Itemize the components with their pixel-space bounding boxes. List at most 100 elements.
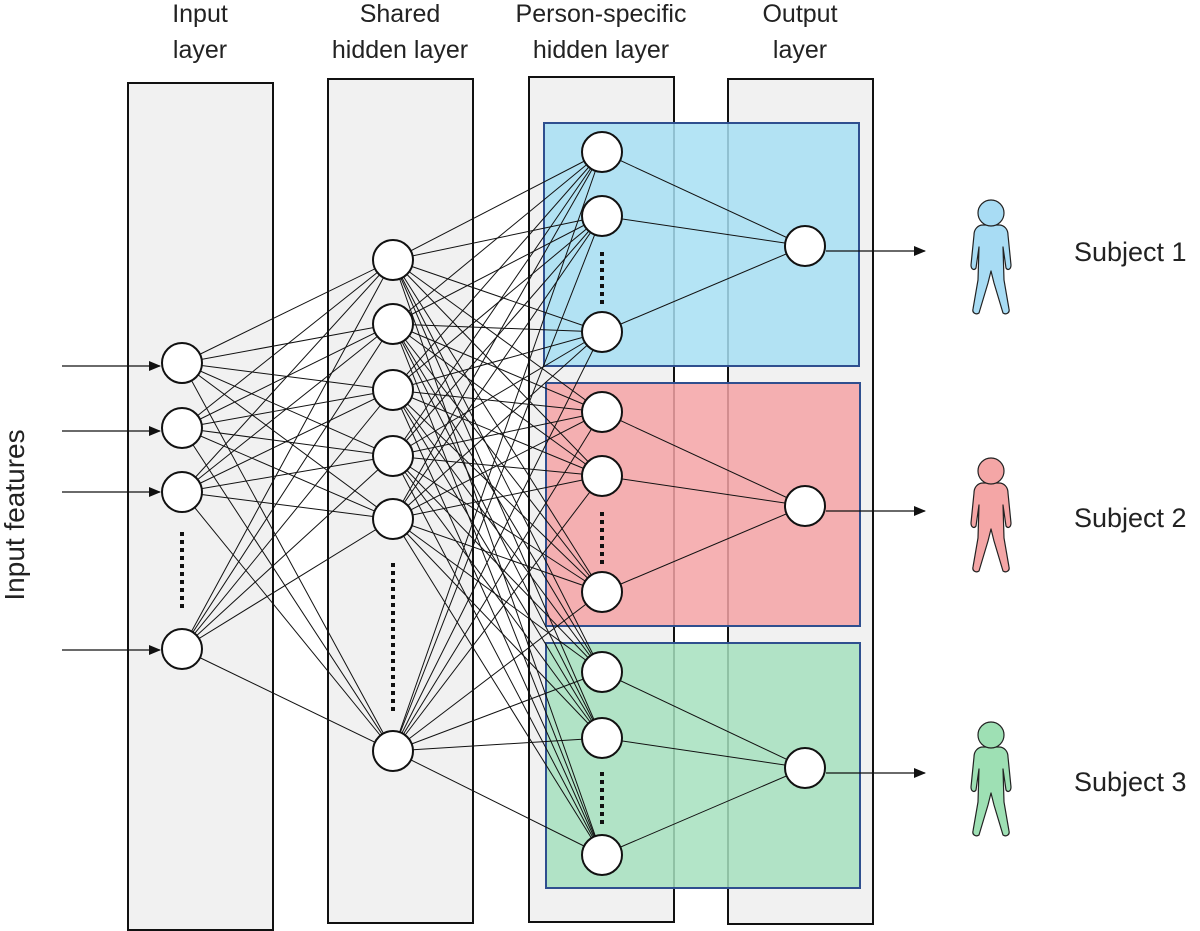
- connection-input-shared: [181, 455, 394, 650]
- connection-shared-person: [392, 259, 603, 333]
- connection-shared-person: [392, 455, 603, 739]
- connection-shared-person: [392, 151, 603, 325]
- person-figure-icon: [970, 457, 1012, 573]
- person-specific-node: [581, 131, 623, 173]
- subject-2-label: Subject 2: [1074, 503, 1187, 533]
- connection-input-shared: [181, 491, 394, 752]
- shared-hidden-node: [372, 239, 414, 281]
- connection-shared-person: [392, 455, 603, 856]
- connection-person-output: [601, 245, 806, 333]
- connection-shared-person: [392, 411, 603, 520]
- connection-input-shared: [181, 323, 394, 493]
- connection-shared-person: [392, 323, 603, 477]
- connection-shared-person: [392, 518, 603, 739]
- connection-shared-person: [392, 475, 603, 752]
- shared-hidden-node: [372, 435, 414, 477]
- connection-input-shared: [181, 389, 394, 493]
- shared-hidden-node: [372, 730, 414, 772]
- connection-input-shared: [181, 427, 394, 752]
- subject-labels: Subject 1 Subject 2 Subject 3: [1074, 237, 1187, 797]
- connection-person-output: [601, 737, 806, 769]
- connection-input-shared: [181, 389, 394, 650]
- connection-input-shared: [181, 259, 394, 650]
- input-features-label: Input features: [0, 429, 30, 600]
- connection-shared-person: [392, 151, 603, 520]
- connection-input-shared: [181, 455, 394, 493]
- connection-shared-person: [392, 259, 603, 739]
- output-node: [784, 485, 826, 527]
- connection-person-output: [601, 505, 806, 593]
- connection-shared-person: [392, 215, 603, 391]
- connection-shared-person: [392, 215, 603, 520]
- input-node: [161, 407, 203, 449]
- connection-shared-person: [392, 151, 603, 457]
- person-figure-icon: [970, 199, 1012, 315]
- connection-shared-person: [392, 389, 603, 856]
- person-specific-node: [581, 391, 623, 433]
- person-specific-node: [581, 455, 623, 497]
- connection-shared-person: [392, 323, 603, 333]
- connection-shared-person: [392, 323, 603, 856]
- connection-shared-person: [392, 750, 603, 856]
- connection-input-shared: [181, 389, 394, 429]
- connection-shared-person: [392, 737, 603, 752]
- connection-shared-person: [392, 151, 603, 752]
- shared-hidden-node: [372, 369, 414, 411]
- input-layer-title-line-1: Input: [172, 0, 228, 28]
- subject-3-label: Subject 3: [1074, 767, 1187, 797]
- connection-person-output: [601, 671, 806, 769]
- connection-shared-person: [392, 259, 603, 856]
- person-layer-title-line-2: hidden layer: [533, 36, 669, 64]
- shared-layer-title-line-1: Shared: [360, 0, 441, 28]
- connection-shared-person: [392, 389, 603, 593]
- connection-input-shared: [181, 518, 394, 650]
- connection-shared-person: [392, 331, 603, 752]
- shared-layer-title-line-2: hidden layer: [332, 36, 468, 64]
- input-layer-column: [127, 82, 274, 931]
- connection-shared-person: [392, 331, 603, 391]
- connection-shared-person: [392, 151, 603, 261]
- connection-shared-person: [392, 323, 603, 593]
- person-specific-node: [581, 834, 623, 876]
- connection-shared-person: [392, 671, 603, 752]
- output-arrows: [826, 246, 926, 778]
- person-specific-node: [581, 571, 623, 613]
- connection-input-shared: [181, 259, 394, 364]
- connection-shared-person: [392, 389, 603, 413]
- input-node: [161, 628, 203, 670]
- connection-shared-person: [392, 455, 603, 593]
- person-figure-icon: [970, 721, 1012, 837]
- person-specific-node: [581, 195, 623, 237]
- connection-input-shared: [181, 491, 394, 520]
- connection-input-shared: [181, 259, 394, 493]
- connections: [181, 151, 806, 856]
- person-specific-node: [581, 717, 623, 759]
- connection-shared-person: [392, 389, 603, 477]
- connection-shared-person: [392, 389, 603, 673]
- person-specific-node: [581, 651, 623, 693]
- person-specific-node: [581, 311, 623, 353]
- connection-person-output: [601, 475, 806, 507]
- layer-titles: Input layer Shared hidden layer Person-s…: [172, 0, 837, 64]
- connection-shared-person: [392, 591, 603, 752]
- ellipses: [180, 252, 604, 826]
- connection-shared-person: [392, 411, 603, 457]
- connection-shared-person: [392, 215, 603, 325]
- connection-input-shared: [181, 259, 394, 429]
- connection-shared-person: [392, 331, 603, 457]
- connection-input-shared: [181, 323, 394, 650]
- connection-person-output: [601, 411, 806, 507]
- subject-figures: [970, 199, 1012, 837]
- shared-hidden-node: [372, 498, 414, 540]
- connection-person-output: [601, 215, 806, 247]
- connection-shared-person: [392, 518, 603, 673]
- input-arrows: [62, 361, 161, 655]
- output-layer-title-line-1: Output: [762, 0, 837, 28]
- connection-shared-person: [392, 151, 603, 391]
- input-node: [161, 471, 203, 513]
- connection-shared-person: [392, 331, 603, 520]
- shared-hidden-node: [372, 303, 414, 345]
- connection-input-shared: [181, 648, 394, 752]
- output-node: [784, 747, 826, 789]
